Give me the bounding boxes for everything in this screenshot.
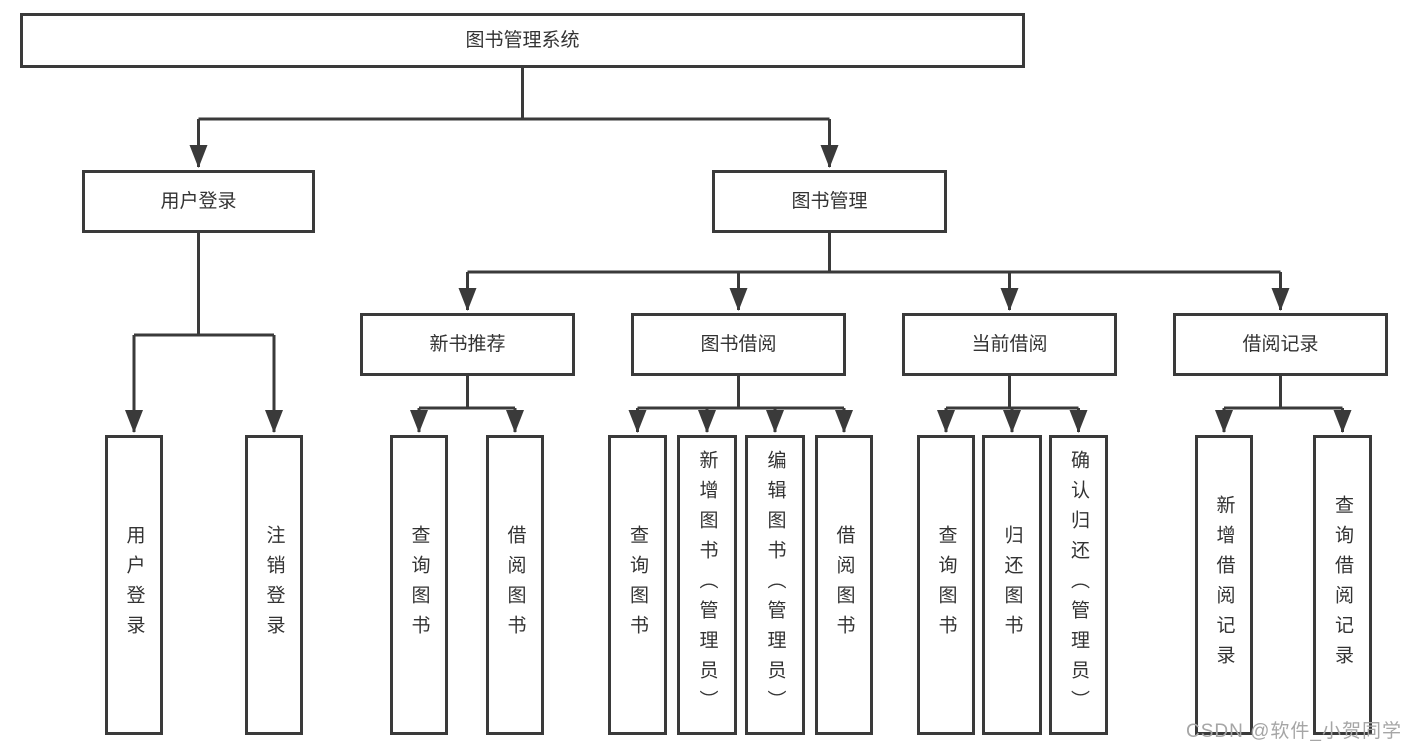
leaf-query-books-borrowing: 查询图书 — [608, 435, 667, 735]
connector-book-borrowing-bus — [637, 376, 844, 410]
node-book-borrowing: 图书借阅 — [631, 313, 846, 376]
connector-root-bus — [198, 68, 830, 121]
leaf-borrow-books-borrowing: 借阅图书 — [815, 435, 873, 735]
node-borrowing-records: 借阅记录 — [1173, 313, 1388, 376]
node-user-login: 用户登录 — [82, 170, 315, 233]
leaf-confirm-return-admin: 确认归还（管理员） — [1049, 435, 1108, 735]
connector-borrowing-records-bus — [1224, 376, 1343, 410]
leaf-query-books-current: 查询图书 — [917, 435, 975, 735]
connector-new-book-bus — [419, 376, 515, 410]
node-book-management: 图书管理 — [712, 170, 947, 233]
connector-user-login-bus — [134, 233, 274, 337]
node-current-borrowing: 当前借阅 — [902, 313, 1117, 376]
leaf-add-borrow-record: 新增借阅记录 — [1195, 435, 1253, 735]
leaf-query-borrow-record: 查询借阅记录 — [1313, 435, 1372, 735]
watermark: CSDN @软件_小贺同学 — [1186, 721, 1402, 742]
leaf-user-login: 用户登录 — [105, 435, 163, 735]
leaf-query-books-recommend: 查询图书 — [390, 435, 448, 735]
leaf-logout: 注销登录 — [245, 435, 303, 735]
node-new-book-recommendation: 新书推荐 — [360, 313, 575, 376]
leaf-return-books: 归还图书 — [982, 435, 1042, 735]
connector-book-management-bus — [467, 233, 1281, 274]
node-library-management-system: 图书管理系统 — [20, 13, 1025, 68]
leaf-borrow-books-recommend: 借阅图书 — [486, 435, 544, 735]
leaf-add-books-admin: 新增图书（管理员） — [677, 435, 737, 735]
leaf-edit-books-admin: 编辑图书（管理员） — [745, 435, 805, 735]
connector-current-borrowing-bus — [946, 376, 1079, 410]
